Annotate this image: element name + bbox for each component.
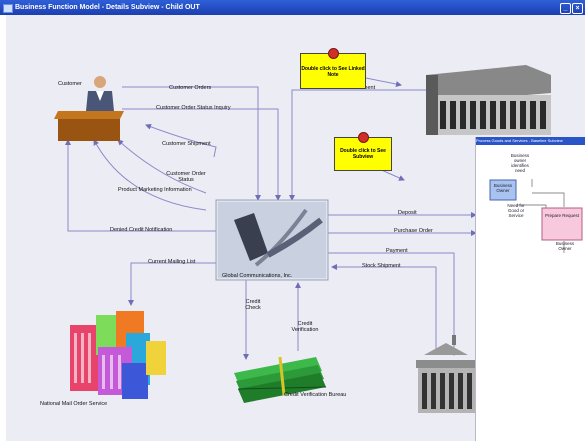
subview-title-bar: Process Goods and Services - Baseline Su… xyxy=(476,137,585,145)
label-credit-check: Credit Check xyxy=(245,299,261,311)
subview-graphics xyxy=(489,179,583,253)
label-stock-shipment: Stock Shipment xyxy=(362,263,401,269)
note-pin-icon xyxy=(358,132,369,143)
flow-customer-shipment xyxy=(145,123,217,158)
close-button[interactable]: × xyxy=(572,3,583,14)
bottom-bank-icon xyxy=(416,335,478,413)
label-order-status-inquiry: Customer Order Status Inquiry xyxy=(156,105,231,111)
flow-customer-orders xyxy=(122,86,261,201)
subview-owner-box[interactable]: Business Owner xyxy=(493,183,513,193)
label-deposit: Deposit xyxy=(398,210,417,216)
flow-current-mailing-list xyxy=(128,262,216,306)
label-denied-credit: Denied Credit Notification xyxy=(110,227,173,233)
app-icon xyxy=(3,4,13,13)
money-stack-icon xyxy=(234,356,327,403)
flow-customer-order-status xyxy=(117,139,207,194)
title-bar: Business Function Model - Details Subvie… xyxy=(0,0,585,15)
diagram-graphics xyxy=(54,65,551,413)
subview-note[interactable]: Double click to See Subview xyxy=(334,132,392,171)
company-phone-image xyxy=(215,199,329,281)
linked-note[interactable]: Double click to See Linked Note xyxy=(300,48,366,89)
label-customer-order-status: Customer Order Status xyxy=(166,171,206,183)
label-current-mailing-list: Current Mailing List xyxy=(148,259,196,265)
flow-marketing-information xyxy=(93,139,207,211)
mail-service-buildings-icon xyxy=(70,311,166,399)
subview-prepare-box[interactable]: Prepare Request xyxy=(544,213,580,218)
flow-payment xyxy=(326,252,457,356)
subview-window[interactable]: Process Goods and Services - Baseline Su… xyxy=(475,137,585,441)
label-purchase-order: Purchase Order xyxy=(394,228,433,234)
customer-actor-icon xyxy=(54,76,124,141)
label-credit-verification: Credit Verification xyxy=(291,321,319,333)
label-customer-shipment: Customer Shipment xyxy=(162,141,211,147)
flow-lines xyxy=(65,77,477,360)
linked-note-text: Double click to See Linked Note xyxy=(301,66,365,78)
subview-need-label: Need for Good or Service xyxy=(507,203,525,218)
label-company[interactable]: Global Communications, Inc. xyxy=(222,273,293,279)
label-customer: Customer xyxy=(58,81,82,87)
window-title: Business Function Model - Details Subvie… xyxy=(15,4,200,11)
flow-denied-credit xyxy=(65,139,216,232)
subview-note-text: Double click to See Subview xyxy=(340,148,386,160)
subview-top-label: Business owner identifies need xyxy=(510,153,530,173)
flow-bank-statement xyxy=(289,89,476,201)
label-payment: Payment xyxy=(386,248,408,254)
subview-bottom-label: Business Owner xyxy=(555,241,575,251)
label-mail-service: National Mail Order Service xyxy=(40,401,108,407)
note-pin-icon xyxy=(328,48,339,59)
label-credit-bureau: Credit Verification Bureau xyxy=(284,392,347,398)
minimize-button[interactable]: _ xyxy=(560,3,571,14)
bank-building-icon xyxy=(426,65,551,135)
flow-order-status-inquiry xyxy=(122,108,281,201)
note-connector-1 xyxy=(365,77,402,87)
label-marketing-information: Product Marketing Information xyxy=(118,187,192,193)
label-customer-orders: Customer Orders xyxy=(169,85,212,91)
